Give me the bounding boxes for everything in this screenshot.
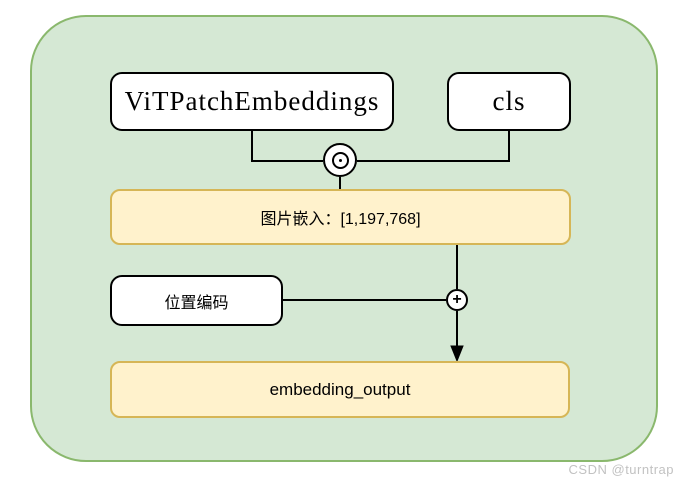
node-position-encoding: 位置编码 (110, 275, 283, 326)
concat-inner-ring (331, 151, 349, 169)
node-embedding-output: embedding_output (110, 361, 570, 418)
node-vit-patch-embeddings: ViTPatchEmbeddings (110, 72, 394, 131)
node-image-embedding: 图片嵌入：[1,197,768] (110, 189, 571, 245)
concat-center-dot (338, 158, 342, 162)
position-encoding-label: 位置编码 (164, 294, 229, 312)
node-cls-token: cls (447, 72, 571, 131)
concat-operator-icon (323, 143, 357, 177)
add-operator-symbol: + (452, 290, 462, 308)
embedding-output-label: embedding_output (269, 379, 411, 399)
watermark: CSDN @turntrap (568, 462, 674, 477)
vit-patch-embeddings-label: ViTPatchEmbeddings (124, 86, 380, 116)
add-operator-icon: + (446, 289, 468, 311)
image-embedding-label: 图片嵌入：[1,197,768] (260, 211, 421, 228)
cls-label: cls (492, 86, 526, 116)
